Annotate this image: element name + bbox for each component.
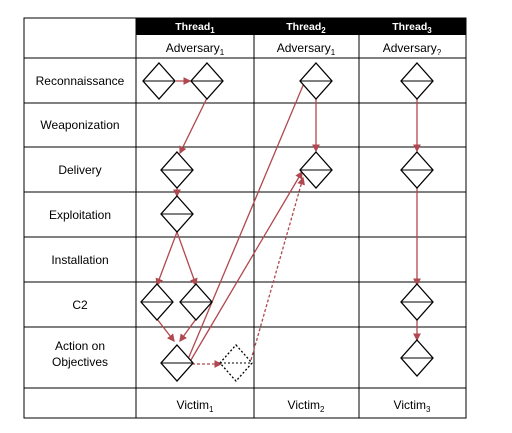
- diamond-delivery-1: [160, 151, 194, 189]
- diamond-exploitation-1: [160, 195, 194, 233]
- victim-1-label: Victim1: [177, 398, 214, 414]
- phase-delivery: Delivery: [58, 163, 101, 177]
- grid: [23, 17, 467, 419]
- edge-action-to-delivery-2: [187, 170, 303, 366]
- diamond-delivery-2: [299, 151, 333, 189]
- diamond-recon-2: [299, 62, 333, 100]
- victim-2-label: Victim2: [288, 398, 325, 414]
- diamond-nodes: [140, 62, 434, 382]
- edge-exploitation-to-c2a: [155, 231, 178, 287]
- diamond-action-1: [160, 344, 194, 382]
- victim-3-label: Victim3: [394, 398, 431, 414]
- edge-c2a-to-action: [156, 318, 175, 343]
- phase-action-on-objectives-line2: Objectives: [52, 355, 108, 369]
- phase-c2: C2: [72, 298, 88, 312]
- edge-exploitation-to-c2b: [176, 231, 198, 287]
- edge-recon-to-delivery-1: [179, 97, 208, 155]
- adversary-1-label: Adversary1: [166, 41, 225, 57]
- phase-action-on-objectives-line1: Action on: [55, 339, 105, 353]
- diamond-c2-1a: [140, 283, 174, 321]
- adversary-2-label: Adversary1: [277, 41, 336, 57]
- adversary-3-label: Adversary?: [383, 41, 442, 57]
- hypothesized-edges: [192, 176, 305, 368]
- diamond-delivery-3: [400, 151, 434, 189]
- diamond-recon-3: [400, 62, 434, 100]
- phase-reconnaissance: Reconnaissance: [36, 74, 125, 88]
- diamond-c2-3: [400, 283, 434, 321]
- thread-3-header: Thread3: [392, 21, 432, 35]
- diamond-recon-1b: [190, 62, 224, 100]
- thread-header-band: [136, 18, 466, 35]
- phase-installation: Installation: [51, 253, 108, 267]
- thread-2-header: Thread2: [286, 21, 326, 35]
- diamond-action-1-hypothetical: [219, 344, 253, 382]
- edge-c2b-to-action: [179, 318, 197, 343]
- edge-dotted-node-to-delivery-2: [250, 176, 305, 361]
- phase-weaponization: Weaponization: [40, 118, 119, 132]
- thread-1-header: Thread1: [175, 21, 215, 35]
- edge-action-to-recon-2: [185, 74, 309, 365]
- diamond-c2-1b: [179, 283, 213, 321]
- attack-edges: [155, 74, 421, 366]
- phase-exploitation: Exploitation: [49, 208, 111, 222]
- diamond-action-3: [400, 339, 434, 377]
- diamond-recon-1a: [142, 62, 176, 100]
